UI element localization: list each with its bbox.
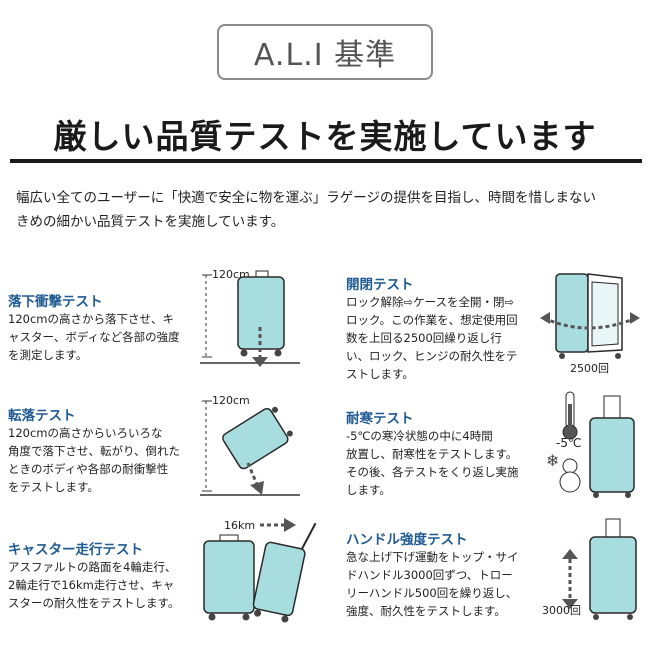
desc-line: 角度で落下させ、転がり、倒れた <box>8 444 181 458</box>
headline-divider <box>10 159 642 163</box>
distance-label: 16km <box>224 519 256 532</box>
page-headline: 厳しい品質テストを実施しています <box>53 117 597 156</box>
intro-line-2: きめの細かい品質テストを実施しています。 <box>16 214 285 230</box>
desc-line: 2輪走行で16km走行させ、キャ <box>8 578 175 592</box>
logo-text: A.L.I 基準 <box>253 38 397 73</box>
desc-line: 強度、耐久性をテストします。 <box>346 604 506 618</box>
desc-line: します。 <box>346 483 391 497</box>
test-title: 転落テスト <box>8 408 76 424</box>
desc-line: 数を上回る2500回繰り返し行 <box>346 331 502 345</box>
desc-line: ャスター、ボディなど各部の強度 <box>8 330 180 344</box>
caster-run-illustration <box>203 518 317 623</box>
desc-line: ドハンドル3000回ずつ、トロー <box>346 568 513 582</box>
intro-text: 幅広い全てのユーザーに「快適で安全に物を運ぶ」ラゲージの提供を目指し、時間を惜し… <box>16 186 641 234</box>
desc-line: ストします。 <box>346 367 414 381</box>
open-close-count-label: 2500回 <box>570 362 609 375</box>
desc-line: リーハンドル500回を繰り返し、 <box>346 586 518 600</box>
desc-line: い、ロック、ヒンジの耐久性をテ <box>346 349 518 363</box>
test-title: 落下衝撃テスト <box>8 294 103 310</box>
test-description: 120cmの高さから落下させ、キ ャスター、ボディなど各部の強度 を測定します。 <box>8 310 198 364</box>
desc-line: 急な上げ下げ運動をトップ・サイ <box>346 550 519 564</box>
temperature-label: -5℃ <box>556 436 582 450</box>
cold-illustration: ❄ <box>546 391 635 498</box>
test-drop-impact: 落下衝撃テスト 120cmの高さから落下させ、キ ャスター、ボディなど各部の強度… <box>8 290 198 364</box>
desc-line: ロック解除⇨ケースを全開・閉⇨ <box>346 295 515 309</box>
test-description: -5℃の寒冷状態の中に4時間 放置し、耐寒性をテストします。 その後、各テストを… <box>346 427 546 499</box>
test-cold-resistance: 耐寒テスト -5℃の寒冷状態の中に4時間 放置し、耐寒性をテストします。 その後… <box>346 407 546 499</box>
test-open-close: 開閉テスト ロック解除⇨ケースを全開・閉⇨ ロック。この作業を、想定使用回 数を… <box>346 273 546 383</box>
desc-line: その後、各テストをくり返し実施 <box>346 465 519 479</box>
desc-line: ロック。この作業を、想定使用回 <box>346 313 518 327</box>
svg-text:❄: ❄ <box>546 451 559 470</box>
test-title: 開閉テスト <box>346 277 414 293</box>
test-description: 120cmの高さからいろいろな 角度で落下させ、転がり、倒れた ときのボディや各… <box>8 424 198 496</box>
handle-strength-illustration <box>562 518 637 620</box>
desc-line: スターの耐久性をテストします。 <box>8 596 180 610</box>
tumble-height-label: 120cm <box>212 394 250 407</box>
desc-line: 120cmの高さからいろいろな <box>8 426 163 440</box>
test-handle-strength: ハンドル強度テスト 急な上げ下げ運動をトップ・サイ ドハンドル3000回ずつ、ト… <box>346 528 546 620</box>
desc-line: -5℃の寒冷状態の中に4時間 <box>346 429 493 443</box>
intro-line-1: 幅広い全てのユーザーに「快適で安全に物を運ぶ」ラゲージの提供を目指し、時間を惜し… <box>16 190 596 206</box>
desc-line: ときのボディや各部の耐衝撃性 <box>8 462 169 476</box>
test-title: ハンドル強度テスト <box>346 532 468 548</box>
test-caster-run: キャスター走行テスト アスファルトの路面を4輪走行、 2輪走行で16km走行させ… <box>8 538 198 612</box>
desc-line: を測定します。 <box>8 348 88 362</box>
ali-standard-logo: A.L.I 基準 <box>217 24 433 80</box>
drop-impact-illustration <box>200 270 300 367</box>
desc-line: 120cmの高さから落下させ、キ <box>8 312 174 326</box>
tumble-illustration <box>200 400 300 496</box>
handle-count-label: 3000回 <box>542 604 581 617</box>
desc-line: 放置し、耐寒性をテストします。 <box>346 447 518 461</box>
test-description: アスファルトの路面を4輪走行、 2輪走行で16km走行させ、キャ スターの耐久性… <box>8 558 198 612</box>
desc-line: をテストします。 <box>8 480 99 494</box>
open-close-illustration <box>540 273 640 359</box>
test-title: キャスター走行テスト <box>8 542 143 558</box>
test-description: 急な上げ下げ運動をトップ・サイ ドハンドル3000回ずつ、トロー リーハンドル5… <box>346 548 546 620</box>
test-title: 耐寒テスト <box>346 411 414 427</box>
test-tumble: 転落テスト 120cmの高さからいろいろな 角度で落下させ、転がり、倒れた とき… <box>8 404 198 496</box>
test-description: ロック解除⇨ケースを全開・閉⇨ ロック。この作業を、想定使用回 数を上回る250… <box>346 293 546 383</box>
desc-line: アスファルトの路面を4輪走行、 <box>8 560 177 574</box>
